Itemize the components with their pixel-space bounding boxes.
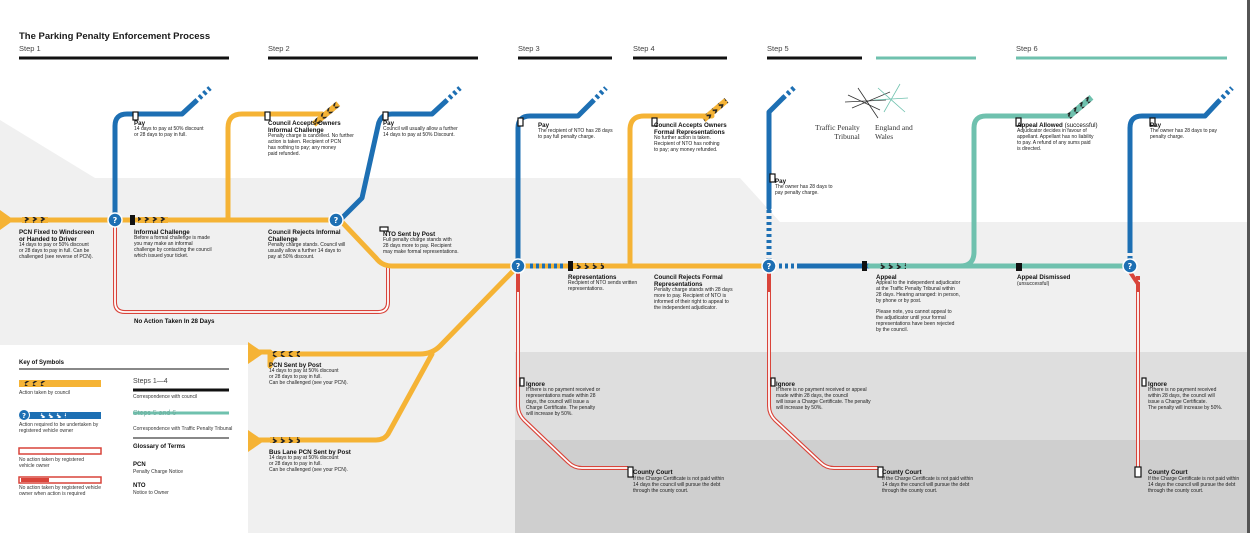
node-text: Adjudicator decides in favour of appella…: [1017, 128, 1094, 152]
node-title-text: Appeal Allowed: [1017, 122, 1063, 129]
no-action-label: No Action Taken In 28 Days: [134, 318, 215, 325]
step-3-label: Step 3: [518, 44, 540, 53]
node-title: NTO Sent by Post: [383, 231, 436, 238]
node-text: Penalty charge is cancelled. No further …: [268, 133, 354, 157]
node-text: 14 days to pay at 50% discount or 28 day…: [269, 455, 348, 473]
node-title: Informal Challenge: [134, 229, 190, 236]
node-title: Council Accepts Owners Formal Representa…: [654, 122, 727, 137]
key-council: Action taken by council: [19, 390, 71, 396]
step-4-label: Step 4: [633, 44, 655, 53]
key-no-action: No action taken by registered vehicle ow…: [19, 457, 85, 469]
node-title: Representations: [568, 274, 617, 281]
node-title: PCN Fixed to Windscreen or Handed to Dri…: [19, 229, 95, 244]
node-title: Pay: [775, 178, 787, 185]
svg-text:?: ?: [22, 412, 26, 420]
key-steps-1-4: Steps 1—4: [133, 378, 168, 385]
node-title: Council Rejects Informal Challenge: [268, 229, 341, 244]
node-text: If there is no payment received or repre…: [526, 387, 601, 417]
key-steps-5-6-desc: Correspondence with Traffic Penalty Trib…: [133, 426, 233, 432]
svg-text:?: ?: [334, 216, 339, 225]
step-6-label: Step 6: [1016, 44, 1038, 53]
svg-text:?: ?: [1128, 262, 1133, 271]
glossary-nto: NTO: [133, 483, 146, 489]
glossary-title: Glossary of Terms: [133, 444, 186, 450]
svg-text:?: ?: [516, 262, 521, 271]
glossary-pcn: PCN: [133, 462, 146, 468]
node-title: County Court: [1148, 469, 1188, 476]
node-text: No further action is taken. Recipient of…: [654, 135, 720, 153]
tribunal-region: England and Wales: [875, 123, 913, 141]
node-text: If there is no payment received or appea…: [776, 387, 871, 411]
glossary-nto-def: Notice to Owner: [133, 490, 169, 496]
node-title: Ignore: [526, 381, 545, 388]
node-title: Pay: [1150, 122, 1162, 129]
node-text: If there is no payment received within 2…: [1148, 387, 1223, 411]
node-text: Penalty charge stands with 28 days more …: [654, 287, 733, 311]
svg-text:?: ?: [113, 216, 118, 225]
node-text: Before a formal challenge is made you ma…: [134, 235, 212, 259]
node-text: Full penalty charge stands with 28 days …: [383, 237, 459, 255]
node-text: Appeal to the independent adjudicator at…: [876, 280, 961, 334]
tribunal-name: Traffic Penalty Tribunal: [815, 123, 860, 141]
key-steps-5-6: Steps 5 and 6: [133, 410, 177, 417]
key-title: Key of Symbols: [19, 360, 65, 366]
key-no-action-required: No action taken by registered vehicle ow…: [19, 485, 101, 497]
node-title: Appeal Allowed (successful): [1017, 122, 1098, 129]
node-title: Pay: [134, 120, 146, 127]
step-1-label: Step 1: [19, 44, 41, 53]
key-owner: Action required to be undertaken by regi…: [19, 422, 99, 434]
node-title: Ignore: [776, 381, 795, 388]
diagram-title: The Parking Penalty Enforcement Process: [19, 31, 211, 42]
node-title-note: (successful): [1064, 122, 1098, 129]
node-text: If the Charge Certificate is not paid wi…: [882, 476, 974, 494]
node-text: The recipient of NTO has 28 days to pay …: [538, 128, 613, 140]
node-text: 14 days to pay at 50% discount or 28 day…: [134, 126, 204, 138]
node-title: County Court: [633, 469, 673, 476]
node-title: Ignore: [1148, 381, 1167, 388]
step-5-label: Step 5: [767, 44, 789, 53]
node-title: Appeal Dismissed: [1017, 274, 1071, 281]
node-title: County Court: [882, 469, 922, 476]
glossary-pcn-def: Penalty Charge Notice: [133, 469, 184, 475]
node-title: Pay: [538, 122, 550, 129]
svg-text:?: ?: [767, 262, 772, 271]
node-text: The owner has 28 days to pay penalty cha…: [1150, 128, 1217, 140]
node-text: Penalty charge stands. Council will usua…: [268, 242, 346, 260]
node-title: PCN Sent by Post: [269, 362, 322, 369]
node-title: Council Rejects Formal Representations: [654, 274, 723, 289]
key-steps-1-4-desc: Correspondence with council: [133, 394, 198, 400]
node-text: The owner has 28 days to pay penalty cha…: [775, 184, 833, 196]
node-text: 14 days to pay at 50% discount or 28 day…: [269, 368, 348, 386]
node-text: If the Charge Certificate is not paid wi…: [1148, 476, 1240, 494]
node-title: Council Accepts Owners Informal Challeng…: [268, 120, 341, 135]
node-text: If the Charge Certificate is not paid wi…: [633, 476, 725, 494]
step-2-label: Step 2: [268, 44, 290, 53]
node-text: (unsuccessful): [1017, 281, 1050, 287]
node-text: Recipient of NTO sends written represent…: [568, 280, 638, 292]
node-title: Bus Lane PCN Sent by Post: [269, 449, 351, 456]
node-title: Appeal: [876, 274, 897, 281]
node-text: 14 days to pay or 50% discount or 28 day…: [19, 242, 93, 260]
node-text: Council will usually allow a further 14 …: [383, 126, 458, 138]
node-title: Pay: [383, 120, 395, 127]
